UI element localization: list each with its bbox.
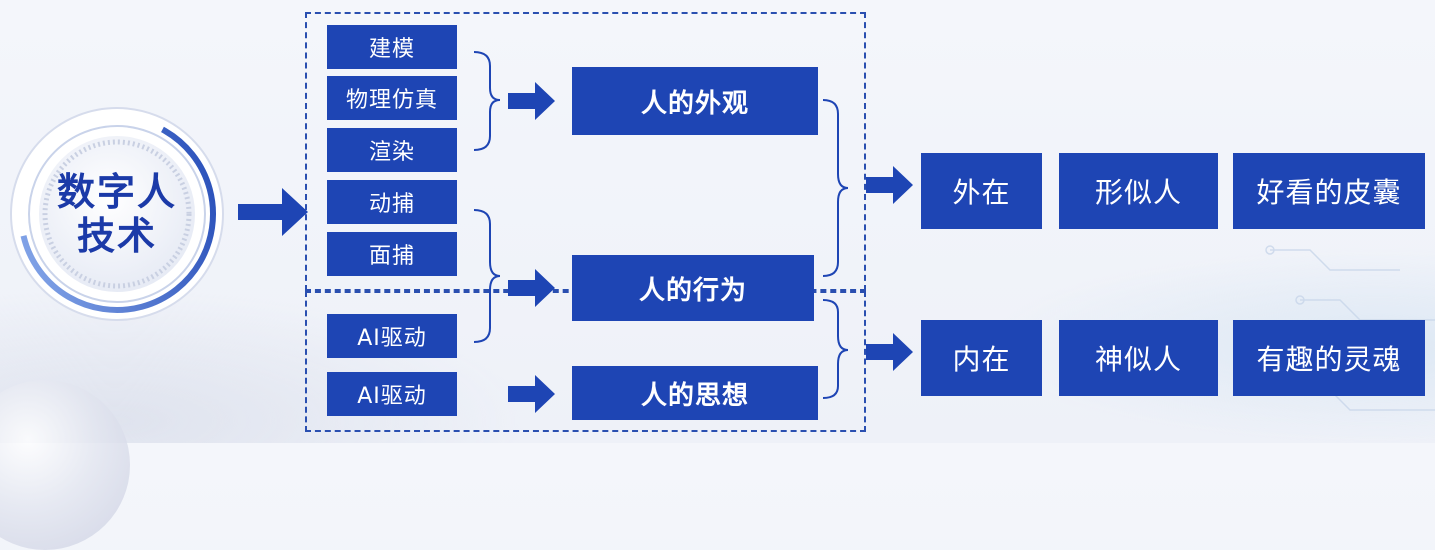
arrow-icon [238,188,308,236]
technique-box: AI驱动 [327,372,457,416]
outcome-metaphor-internal: 有趣的灵魂 [1233,320,1425,396]
bracket [822,299,849,399]
technique-label: AI驱动 [357,326,427,351]
aspect-label: 人的外观 [640,88,749,119]
center-title-line2: 技术 [76,214,157,258]
technique-label: 面捕 [368,244,415,269]
connectors [238,51,913,413]
technique-box: 渲染 [327,128,457,172]
technique-box: 物理仿真 [327,76,457,120]
technique-label: 渲染 [368,140,415,165]
arrow-icon [508,82,555,120]
outcome-metaphor: 有趣的灵魂 [1256,343,1402,376]
outcome-likeness: 神似人 [1094,343,1182,376]
aspect-label: 人的思想 [640,380,749,411]
technique-label: 建模 [368,37,415,62]
arrow-icon [866,166,913,204]
center-title: 数字人 技术 [52,170,182,258]
technique-box: 建模 [327,25,457,69]
outcome-metaphor-external: 好看的皮囊 [1233,153,1425,229]
outcome-label-external: 外在 [921,153,1042,229]
bracket [473,51,501,151]
bracket [822,99,849,277]
aspect-label: 人的行为 [638,275,747,306]
aspect-box-behavior: 人的行为 [572,255,814,321]
arrow-icon [508,375,555,413]
outcome-likeness-external: 形似人 [1059,153,1218,229]
arrow-icon [866,333,913,371]
center-title-line1: 数字人 [56,170,177,214]
outcome-metaphor: 好看的皮囊 [1256,176,1402,209]
tech-emblem [10,107,224,321]
outcome-label-internal: 内在 [921,320,1042,396]
outcome-label: 外在 [952,176,1011,209]
outcome-likeness-internal: 神似人 [1059,320,1218,396]
aspect-box-appearance: 人的外观 [572,67,818,135]
technique-box: 动捕 [327,180,457,224]
bracket [473,209,501,343]
technique-label: 动捕 [368,192,415,217]
aspect-box-thought: 人的思想 [572,366,818,420]
technique-box: 面捕 [327,232,457,276]
outcome-label: 内在 [952,343,1011,376]
technique-box: AI驱动 [327,314,457,358]
technique-label: 物理仿真 [345,88,438,113]
outcome-likeness: 形似人 [1094,176,1182,209]
technique-label: AI驱动 [357,384,427,409]
arrow-icon [508,269,555,307]
